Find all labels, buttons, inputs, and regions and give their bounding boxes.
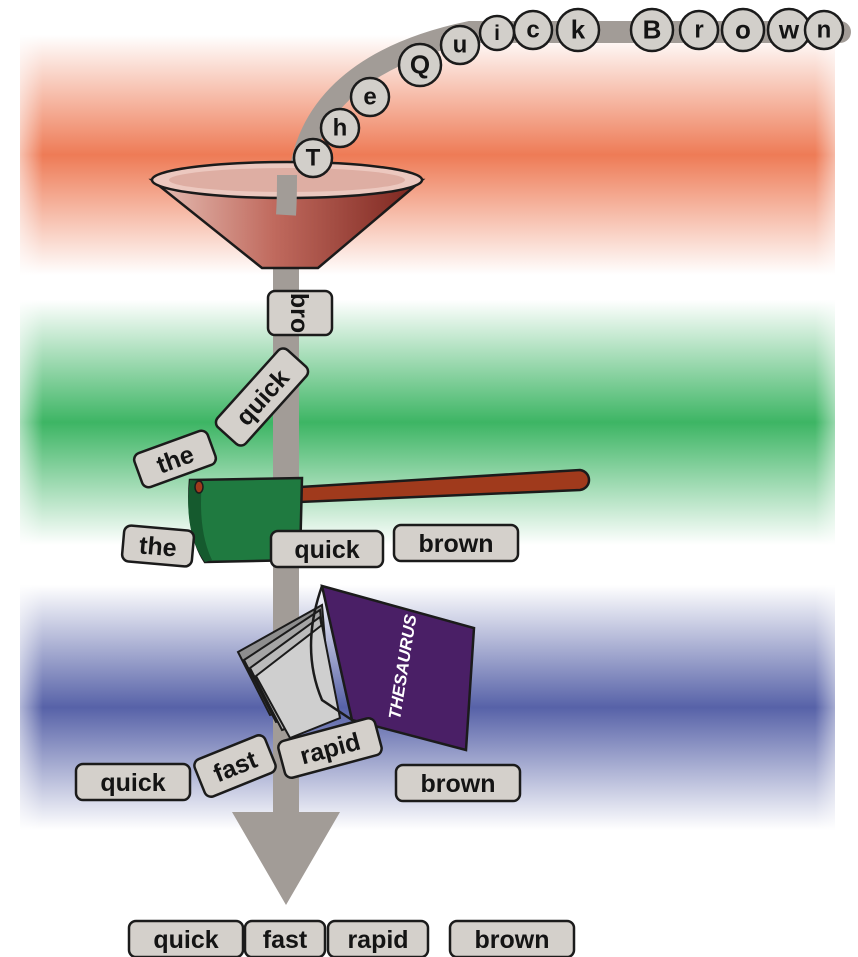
funnel [148, 160, 426, 270]
svg-text:e: e [363, 84, 376, 111]
svg-text:T: T [306, 145, 321, 172]
svg-text:o: o [735, 14, 751, 44]
word-tile-label: quick [294, 536, 359, 564]
word-tile: quick [74, 762, 192, 802]
svg-text:r: r [694, 17, 703, 44]
word-tile: fast [193, 734, 277, 798]
character-bead: c [512, 9, 554, 51]
word-tile: quick [127, 919, 245, 957]
word-tile-label: brown [475, 926, 550, 954]
character-bead: Q [397, 42, 443, 88]
word-tile-label: brown [419, 530, 494, 558]
word-tile-label: fast [263, 926, 308, 954]
word-tile-label: quick [153, 926, 218, 954]
word-tile: the [120, 524, 196, 568]
word-tile: fast [243, 919, 327, 957]
svg-text:u: u [453, 32, 468, 59]
character-bead: e [349, 76, 391, 118]
word-tile: brown [392, 523, 520, 563]
word-tile-label: bro [285, 293, 313, 333]
svg-text:c: c [526, 17, 539, 44]
character-bead: i [478, 14, 516, 52]
character-bead: w [766, 7, 812, 53]
character-bead: u [439, 24, 481, 66]
svg-text:h: h [333, 115, 348, 142]
svg-text:k: k [571, 14, 586, 44]
character-bead: h [319, 107, 361, 149]
word-tile: rapid [326, 919, 430, 957]
svg-text:i: i [494, 22, 500, 45]
thesaurus-book: THESAURUS [236, 584, 476, 752]
svg-text:B: B [643, 14, 662, 44]
character-bead: B [629, 7, 675, 53]
svg-text:n: n [817, 17, 832, 44]
character-bead: T [292, 137, 334, 179]
word-tile: bro [266, 289, 334, 337]
character-bead: r [678, 9, 720, 51]
word-tile-label: brown [421, 770, 496, 798]
svg-text:Q: Q [410, 49, 430, 79]
character-bead: n [803, 9, 845, 51]
svg-text:w: w [778, 14, 800, 44]
word-tile: brown [448, 919, 576, 957]
character-bead: o [720, 7, 766, 53]
word-tiles: bro quick the the quick brown quick fast rapid br… [74, 289, 576, 957]
character-bead: k [555, 7, 601, 53]
word-tile-label: rapid [347, 926, 408, 954]
word-tile: quick [269, 529, 385, 569]
stream-arrowhead [232, 812, 340, 905]
word-tile-label: quick [100, 769, 165, 797]
word-tile: the [132, 429, 218, 489]
word-tile: brown [394, 763, 522, 803]
word-tile-label: the [138, 531, 178, 562]
